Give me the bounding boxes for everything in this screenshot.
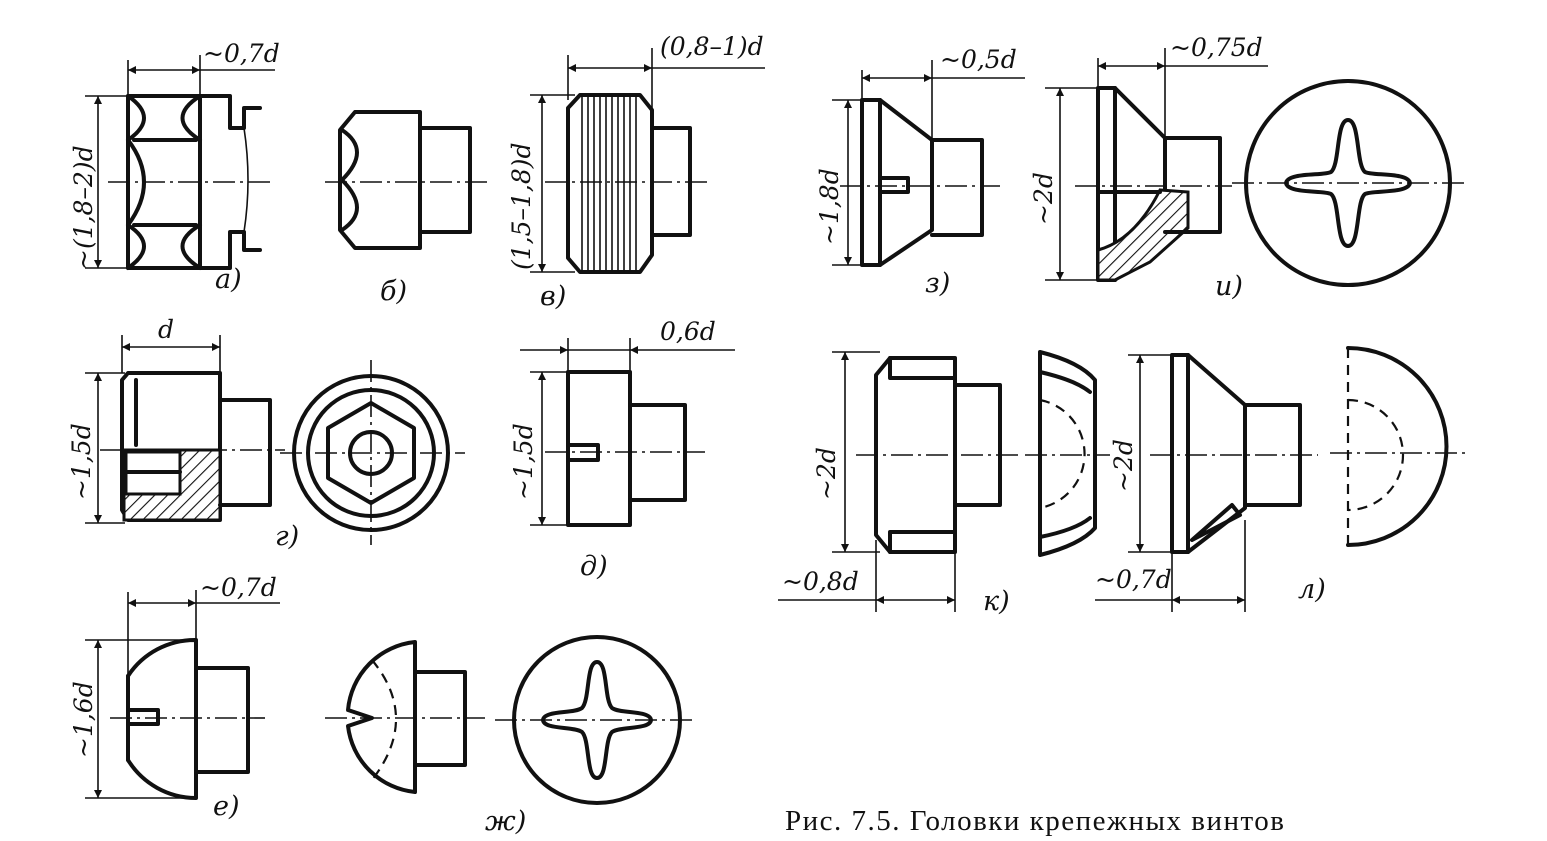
countersunk-head-drawing xyxy=(840,98,1000,267)
knurled-head-drawing xyxy=(545,93,710,274)
dim-width: (0,8–1)d xyxy=(660,32,764,61)
round-cross-drawing xyxy=(325,640,485,794)
panel-l: ~2d ~0,7d л) xyxy=(1095,346,1470,612)
panel-label: и) xyxy=(1215,271,1243,302)
dimensions: ~0,75d ~2d xyxy=(1029,33,1268,281)
panel-label: е) xyxy=(213,791,240,822)
dimensions: d ~1,5d xyxy=(67,315,221,524)
head-plan-half xyxy=(1330,346,1470,547)
dim-height: ~1,5d xyxy=(509,423,538,500)
panel-a: ~0,7d ~(1,8–2)d а) xyxy=(69,39,280,295)
panel-label: з) xyxy=(925,268,950,299)
panel-i: ~0,75d ~2d и) xyxy=(1029,33,1465,302)
dimensions: ~0,7d ~(1,8–2)d xyxy=(69,39,280,270)
panel-label: л) xyxy=(1298,574,1326,605)
dim-width: ~0,5d xyxy=(940,45,1017,74)
figure-caption: Рис. 7.5. Головки крепежных винтов xyxy=(785,805,1286,837)
panel-label: г) xyxy=(275,521,299,552)
round-head-drawing xyxy=(110,637,265,800)
dim-width: ~0,8d xyxy=(782,567,859,596)
dimensions: ~2d ~0,8d xyxy=(778,351,956,612)
head-plan-half xyxy=(1025,350,1110,557)
panel-zh: ж) xyxy=(325,635,695,837)
dimensions: ~0,5d ~1,8d xyxy=(815,45,1025,266)
panel-label: б) xyxy=(380,276,407,307)
dim-height: ~(1,8–2)d xyxy=(69,145,98,270)
socket-head-drawing xyxy=(100,371,285,522)
panel-label: ж) xyxy=(485,806,526,837)
panel-label: а) xyxy=(215,264,242,295)
flat-head-drawing xyxy=(856,356,1020,554)
panel-v: (0,8–1)d (1,5–1,8)d в) xyxy=(507,32,765,312)
socket-plan xyxy=(280,360,465,545)
dim-width: ~0,7d xyxy=(200,573,277,602)
dimensions: ~2d ~0,7d xyxy=(1095,354,1246,612)
cheese-head-drawing xyxy=(545,370,705,527)
panel-g: d ~1,5d г) xyxy=(67,315,465,552)
dim-width: ~0,7d xyxy=(203,39,280,68)
dimensions: (0,8–1)d (1,5–1,8)d xyxy=(507,32,765,273)
dim-height: ~2d xyxy=(1029,172,1058,225)
panel-label: в) xyxy=(540,281,566,312)
panel-k: ~2d ~0,8d к) xyxy=(778,350,1110,617)
panel-label: д) xyxy=(580,551,608,582)
panel-label: к) xyxy=(983,586,1010,617)
panel-b: б) xyxy=(325,110,490,307)
panel-e: ~0,7d ~1,6d е) xyxy=(69,573,280,822)
countersunk-cross-drawing xyxy=(1075,86,1232,282)
dim-height: ~1,6d xyxy=(69,681,98,758)
panel-z: ~0,5d ~1,8d з) xyxy=(815,45,1025,299)
dim-width: 0,6d xyxy=(660,317,716,346)
dim-height: ~2d xyxy=(812,447,841,500)
dim-height: (1,5–1,8)d xyxy=(507,142,536,270)
panel-d: 0,6d ~1,5d д) xyxy=(509,317,735,582)
dim-height: ~1,8d xyxy=(815,168,844,245)
dim-width: ~0,75d xyxy=(1170,33,1263,62)
hex-head-drawing xyxy=(325,110,490,250)
dimensions: 0,6d ~1,5d xyxy=(509,317,735,526)
cross-recess-plan xyxy=(1232,79,1465,287)
dim-width: d xyxy=(158,315,174,344)
dim-height: ~1,5d xyxy=(67,423,96,500)
dim-height: ~2d xyxy=(1109,439,1138,492)
hex-head-drawing xyxy=(108,94,272,270)
raised-countersunk-drawing xyxy=(1150,353,1318,554)
dimensions: ~0,7d ~1,6d xyxy=(69,573,280,799)
dim-width: ~0,7d xyxy=(1095,565,1172,594)
cross-recess-plan xyxy=(495,635,695,805)
